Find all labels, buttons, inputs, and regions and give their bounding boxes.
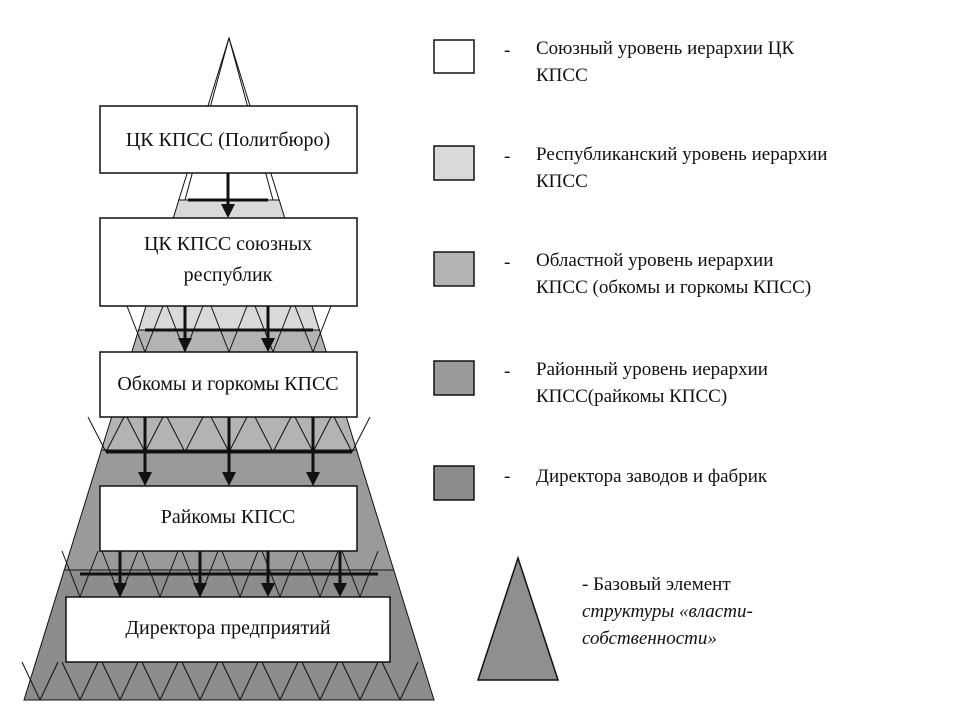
- legend-dash: -: [504, 361, 510, 382]
- legend-swatch-republic: [433, 145, 475, 181]
- legend-item-base-element: - Базовый элемент структуры «власти- соб…: [476, 555, 753, 681]
- legend-dash: -: [504, 466, 510, 487]
- legend-republic-line1: Республиканский уровень иерархии: [536, 144, 827, 165]
- arrow-head-icon: [333, 583, 347, 597]
- legend-swatch-director: [433, 465, 475, 501]
- legend-dash: -: [504, 40, 510, 61]
- legend-swatch-raion: [433, 360, 475, 396]
- base-element-triangle-icon: [476, 555, 560, 681]
- pattern-line: [105, 416, 125, 453]
- pattern-line: [101, 661, 121, 701]
- pattern-line: [141, 661, 161, 701]
- legend-item-raion: - Районный уровень иерархии КПСС(райкомы…: [433, 359, 768, 407]
- base-element-line2: структуры «власти-: [582, 601, 753, 622]
- pattern-line: [399, 661, 419, 701]
- arrow-head-icon: [178, 338, 192, 352]
- legend-oblast-line2: КПСС (обкомы и горкомы КПСС): [536, 277, 811, 298]
- box-obkoms: Обкомы и горкомы КПСС: [99, 351, 358, 418]
- pattern-line: [184, 416, 204, 453]
- box-union-republics-label-line1: ЦК КПСС союзных: [144, 233, 312, 255]
- arrow-head-icon: [221, 204, 235, 218]
- legend-item-director: - Директора заводов и фабрик: [433, 465, 768, 501]
- pattern-line: [181, 661, 201, 701]
- pattern-line: [381, 661, 401, 701]
- pattern-line: [351, 416, 371, 453]
- legend-oblast-line1: Областной уровень иерархии: [536, 250, 773, 271]
- box-directors: Директора предприятий: [65, 596, 391, 663]
- legend-item-republic: - Республиканский уровень иерархии КПСС: [433, 144, 827, 192]
- arrow-head-icon: [261, 338, 275, 352]
- pattern-line: [39, 661, 59, 701]
- legend-director-line1: Директора заводов и фабрик: [536, 466, 768, 487]
- legend-dash: -: [504, 252, 510, 273]
- pattern-line: [228, 416, 248, 453]
- pattern-line: [261, 661, 281, 701]
- box-obkoms-label: Обкомы и горкомы КПСС: [117, 373, 338, 395]
- pattern-line: [272, 416, 292, 453]
- box-directors-label: Директора предприятий: [125, 617, 331, 639]
- pattern-line: [239, 661, 259, 701]
- arrow-head-icon: [222, 472, 236, 486]
- box-union-republics-label-line2: республик: [184, 264, 273, 286]
- pattern-line: [254, 416, 274, 453]
- base-element-line3: собственности»: [582, 628, 717, 649]
- pattern-line: [166, 416, 186, 453]
- pattern-line: [159, 661, 179, 701]
- pattern-line: [210, 416, 230, 453]
- pattern-line: [126, 305, 146, 353]
- legend-item-union: - Союзный уровень иерархии ЦК КПСС: [433, 38, 794, 86]
- pattern-line: [61, 550, 81, 598]
- arrow-connectors: [80, 173, 378, 597]
- legend-swatch-oblast: [433, 251, 475, 287]
- legend-dash: -: [504, 146, 510, 167]
- box-raikoms: Райкомы КПСС: [99, 485, 358, 552]
- pattern-line: [79, 661, 99, 701]
- pattern-line: [126, 416, 146, 453]
- pattern-line: [221, 661, 241, 701]
- pattern-line: [301, 661, 321, 701]
- pattern-line: [333, 416, 353, 453]
- legend-republic-line2: КПСС: [536, 171, 588, 192]
- box-politburo-label: ЦК КПСС (Политбюро): [126, 129, 330, 151]
- pattern-line: [279, 661, 299, 701]
- arrow-head-icon: [306, 472, 320, 486]
- legend-raion-line2: КПСС(райкомы КПСС): [536, 386, 727, 407]
- box-raikoms-label: Райкомы КПСС: [161, 506, 296, 528]
- arrow-head-icon: [261, 583, 275, 597]
- legend: - Союзный уровень иерархии ЦК КПСС - Рес…: [433, 38, 827, 681]
- pattern-line: [87, 416, 107, 453]
- legend-raion-line1: Районный уровень иерархии: [536, 359, 768, 380]
- pattern-line: [312, 305, 332, 353]
- base-element-line1: - Базовый элемент: [582, 574, 731, 595]
- pattern-line: [319, 661, 339, 701]
- pattern-line: [144, 416, 164, 453]
- pattern-line: [359, 661, 379, 701]
- arrow-head-icon: [113, 583, 127, 597]
- arrow-head-icon: [193, 583, 207, 597]
- pattern-line: [341, 661, 361, 701]
- arrow-head-icon: [138, 472, 152, 486]
- pattern-line: [312, 416, 332, 453]
- pattern-line: [294, 416, 314, 453]
- legend-union-line1: Союзный уровень иерархии ЦК: [536, 38, 794, 59]
- pattern-line: [199, 661, 219, 701]
- legend-item-oblast: - Областной уровень иерархии КПСС (обком…: [433, 250, 811, 298]
- pattern-line: [21, 661, 41, 701]
- legend-union-line2: КПСС: [536, 65, 588, 86]
- box-union-republics: ЦК КПСС союзных республик: [99, 217, 358, 307]
- box-politburo: ЦК КПСС (Политбюро): [99, 105, 358, 174]
- pattern-line: [61, 661, 81, 701]
- pattern-line: [119, 661, 139, 701]
- legend-swatch-union: [433, 39, 475, 74]
